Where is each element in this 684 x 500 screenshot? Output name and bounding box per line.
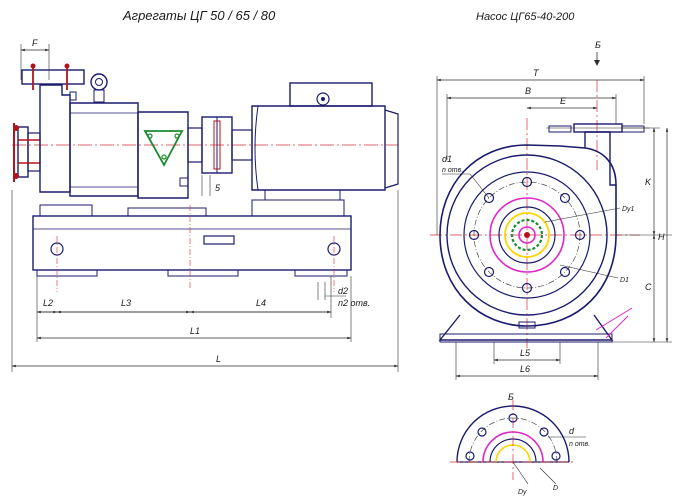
outer-flange-circle	[446, 154, 608, 316]
dim-F: F	[32, 38, 38, 48]
shaft-seal-yellow	[504, 212, 550, 258]
bracket-frame	[137, 111, 189, 199]
suction-flange	[13, 123, 41, 182]
dim-n-otv: n отв.	[442, 167, 463, 174]
side-view: F 5 L2 L3 L4 d2 n2 отв. L1 L	[11, 38, 399, 372]
dim-5: 5	[215, 183, 221, 193]
pump-feet	[438, 314, 614, 341]
impeller-green	[510, 218, 544, 252]
detail-view-b: Б d n отв. Dy D	[450, 392, 590, 496]
electric-motor	[251, 82, 399, 201]
dim-C: C	[645, 282, 652, 292]
title-right: Насос ЦГ65-40-200	[476, 11, 575, 23]
dim-D1: D1	[620, 277, 629, 284]
bearing-bracket	[69, 102, 139, 197]
dim-n2-otv: n2 отв.	[338, 298, 370, 308]
detail-view-label: Б	[508, 392, 514, 402]
dim-d1: d1	[442, 154, 452, 164]
bolt-circle-d1	[473, 181, 581, 289]
dim-L3: L3	[121, 298, 131, 308]
bolt-holes	[468, 176, 586, 294]
dim-L5: L5	[520, 348, 531, 358]
dim-T: T	[533, 68, 540, 78]
dim-K: K	[645, 177, 652, 187]
inner-ring-magenta	[489, 197, 565, 273]
discharge-flange	[21, 69, 85, 85]
title-left: Агрегаты ЦГ 50 / 65 / 80	[122, 8, 276, 23]
detail-dim-D: D	[553, 485, 558, 492]
volute-casing	[439, 144, 617, 327]
dim-L: L	[216, 354, 221, 364]
pump-casing	[39, 84, 71, 193]
front-view: Б	[430, 40, 672, 380]
dim-L2: L2	[43, 298, 53, 308]
view-label-top: Б	[595, 40, 601, 50]
detail-dim-d: d	[569, 426, 575, 436]
dim-H: H	[658, 232, 665, 242]
dim-L6: L6	[520, 364, 530, 374]
dim-E: E	[560, 96, 567, 106]
detail-bolt-hole	[477, 427, 487, 437]
support-foot-green	[143, 130, 184, 167]
lifting-eye	[90, 73, 108, 91]
dim-L1: L1	[190, 326, 200, 336]
dim-B: B	[525, 86, 531, 96]
dim-Dy1: Dy1	[622, 206, 635, 213]
dim-d2: d2	[338, 286, 348, 296]
dim-L4: L4	[256, 298, 266, 308]
detail-dim-Dy: Dy	[518, 489, 527, 496]
base-frame	[32, 199, 352, 277]
detail-dim-n-otv: n отв.	[569, 441, 590, 448]
